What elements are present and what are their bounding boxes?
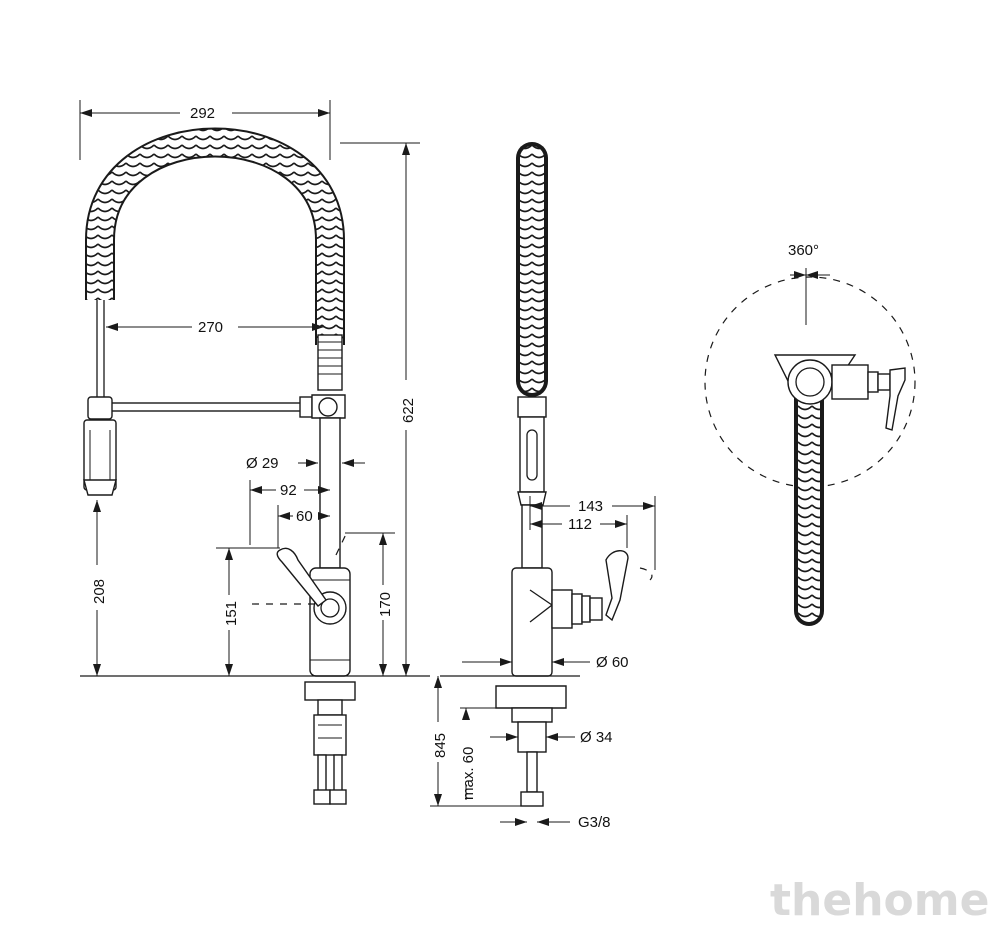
dim-270: 270 [198, 319, 223, 336]
dim-622: 622 [400, 398, 417, 423]
side-view [440, 142, 653, 807]
dim-360: 360° [788, 242, 819, 259]
dim-d34: Ø 34 [580, 729, 613, 746]
watermark: thehome [770, 875, 989, 926]
dim-208: 208 [91, 579, 108, 604]
dim-max60: max. 60 [460, 747, 477, 800]
dim-g38: G3/8 [578, 814, 611, 831]
front-view [80, 127, 430, 805]
top-view: 360° [704, 242, 916, 626]
dim-112: 112 [568, 516, 592, 533]
dim-d29: Ø 29 [246, 455, 279, 472]
dim-60: 60 [296, 508, 313, 525]
dim-143: 143 [578, 498, 603, 515]
front-dimensions: 292 270 622 208 Ø 29 92 [79, 100, 420, 676]
side-dimensions: 143 112 Ø 60 Ø 34 845 max. 60 [430, 496, 656, 831]
dim-92: 92 [280, 482, 297, 499]
dim-151: 151 [223, 601, 240, 626]
dim-170: 170 [377, 592, 394, 617]
dim-845: 845 [432, 733, 449, 758]
dim-d60: Ø 60 [596, 654, 629, 671]
rotation-circle [704, 276, 916, 488]
dim-292: 292 [190, 105, 215, 122]
